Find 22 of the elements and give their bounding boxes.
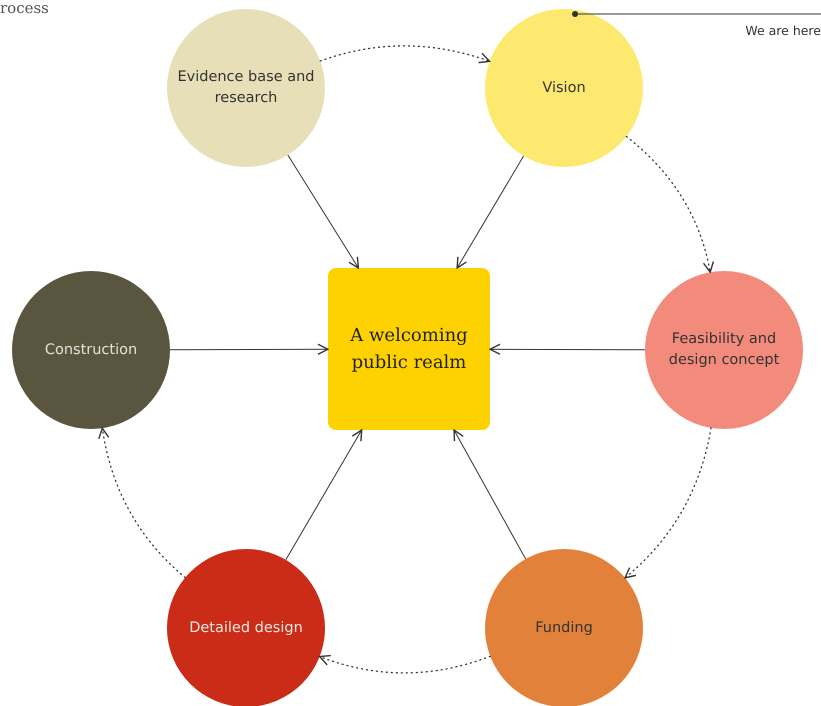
- node-text: Construction: [44, 340, 138, 360]
- arrow: [456, 155, 524, 269]
- arrow: [287, 154, 360, 269]
- dotted-arrow: [320, 45, 490, 64]
- node-text: We are here: [745, 23, 821, 38]
- node-text: Vision: [542, 78, 586, 98]
- dotted-arrow: [624, 427, 712, 579]
- node-text: A welcoming public realm: [349, 324, 469, 375]
- arrow: [453, 429, 526, 560]
- goal-box: [328, 268, 490, 430]
- node-text: Funding: [535, 618, 593, 638]
- arrow: [489, 344, 646, 355]
- arrow: [170, 344, 329, 355]
- node-text: Feasibility and design concept: [668, 330, 780, 370]
- dotted-arrow: [626, 136, 714, 273]
- node-text: Evidence base and research: [177, 68, 315, 108]
- arrow: [285, 429, 362, 560]
- title-fragment: rocess: [0, 0, 49, 17]
- leader-line: [572, 10, 821, 18]
- node-text: Detailed design: [189, 618, 303, 638]
- dotted-arrow: [318, 654, 491, 674]
- dotted-arrow: [98, 427, 186, 578]
